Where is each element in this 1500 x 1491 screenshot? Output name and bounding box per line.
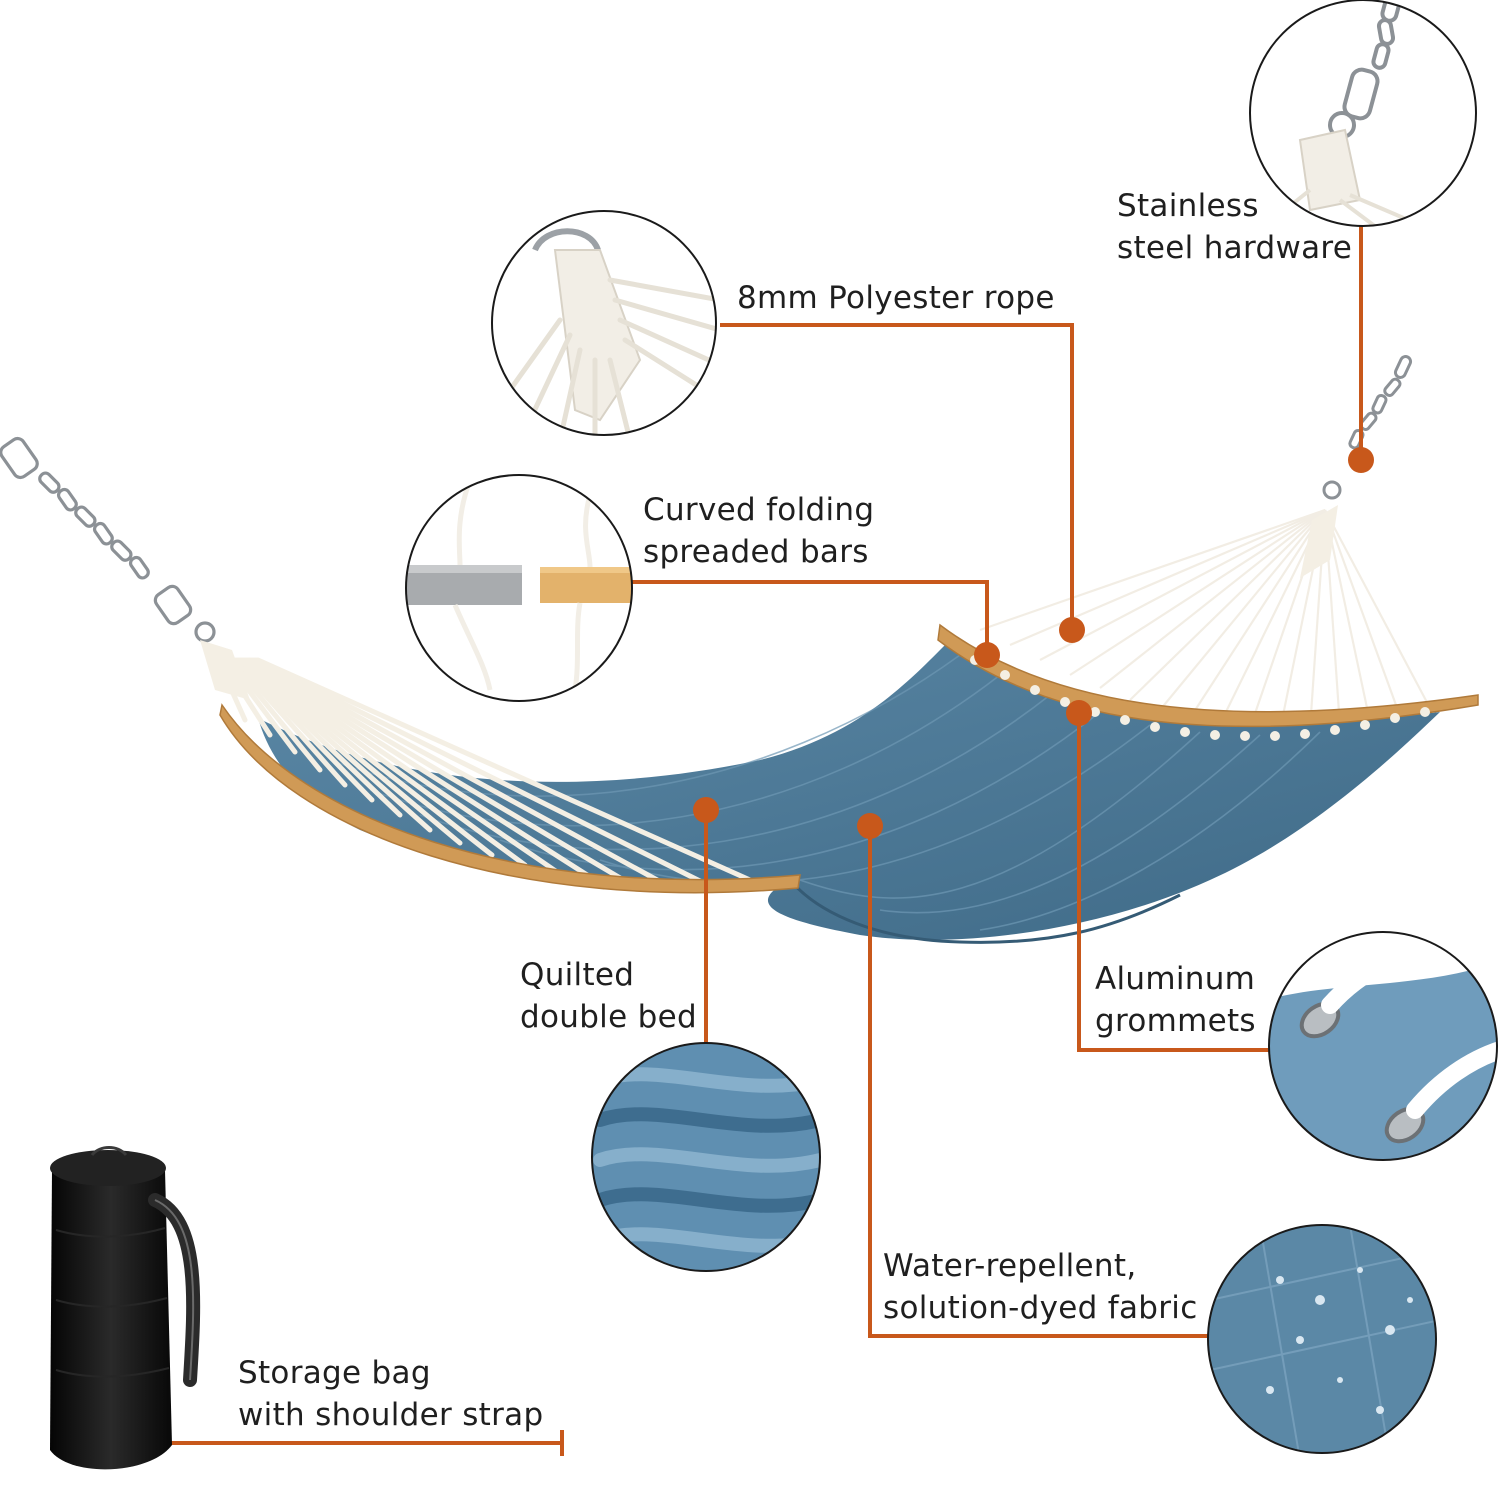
carabiner-chain-icon xyxy=(1249,0,1477,227)
callout-grommets-line-1: Aluminum xyxy=(1095,961,1256,997)
callout-rope: 8mm Polyester rope xyxy=(737,277,1055,319)
callout-bag-line-1: Storage bag xyxy=(238,1355,431,1391)
callout-hardware: Stainless steel hardware xyxy=(1117,185,1352,269)
callout-bag-line-2: with shoulder strap xyxy=(238,1397,544,1433)
grommet-icon xyxy=(1268,931,1498,1161)
callout-bars-line-1: Curved folding xyxy=(643,492,875,528)
leader-lines xyxy=(150,226,1363,1456)
callout-rope-line-1: 8mm Polyester rope xyxy=(737,280,1055,316)
rope-closeup-icon xyxy=(491,210,717,436)
callout-hardware-line-2: steel hardware xyxy=(1117,230,1353,266)
folding-bar-icon xyxy=(405,474,633,702)
callout-fabric-line-1: Water-repellent, xyxy=(883,1248,1137,1284)
quilted-fabric-icon xyxy=(591,1042,821,1272)
callout-bars: Curved folding spreaded bars xyxy=(643,489,874,573)
callout-bed: Quilted double bed xyxy=(520,954,697,1038)
hammock-illustration xyxy=(0,355,1479,944)
callout-hardware-line-1: Stainless xyxy=(1117,188,1259,224)
callout-bed-line-2: double bed xyxy=(520,999,697,1035)
callout-grommets: Aluminum grommets xyxy=(1095,958,1256,1042)
callout-fabric: Water-repellent, solution-dyed fabric xyxy=(883,1245,1198,1329)
callout-grommets-line-2: grommets xyxy=(1095,1003,1256,1039)
callout-fabric-line-2: solution-dyed fabric xyxy=(883,1290,1198,1326)
storage-bag-icon xyxy=(50,1146,201,1470)
callout-bars-line-2: spreaded bars xyxy=(643,534,869,570)
callout-bag: Storage bag with shoulder strap xyxy=(238,1352,543,1436)
callout-bed-line-1: Quilted xyxy=(520,957,635,993)
water-drop-fabric-icon xyxy=(1207,1224,1437,1454)
